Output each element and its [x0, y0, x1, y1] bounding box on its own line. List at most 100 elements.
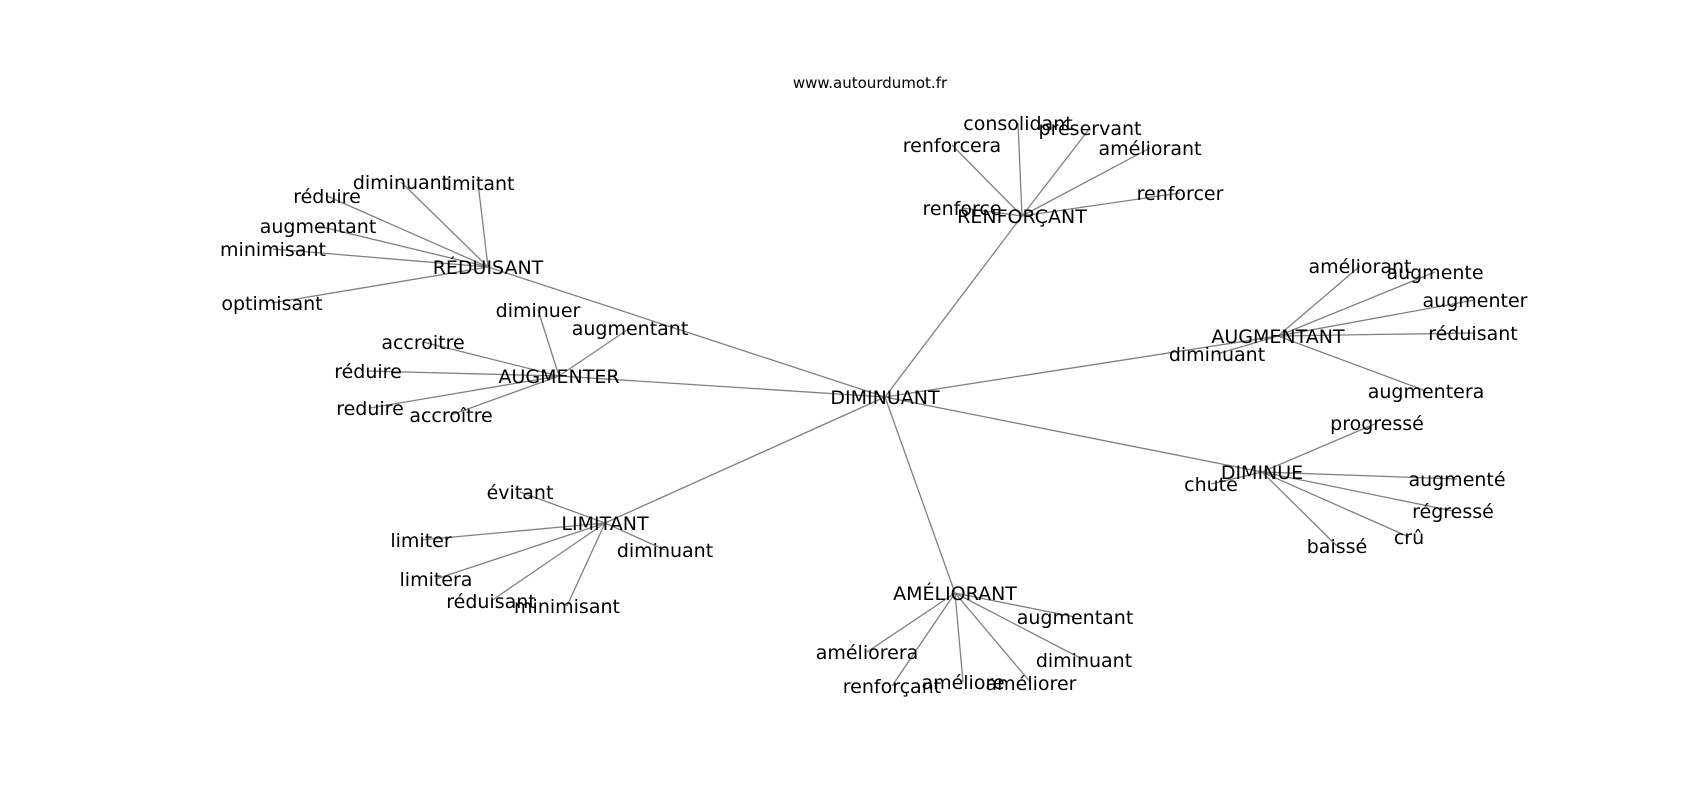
- leaf-node-label: réduisant: [446, 591, 536, 613]
- leaf-node-label: améliorant: [1309, 256, 1412, 278]
- labels: DIMINUANT RENFORÇANT renforceraconsolidant…: [220, 113, 1528, 698]
- leaf-node-label: diminuant: [353, 172, 449, 194]
- edge-hub-to-leaf: [369, 375, 560, 409]
- leaf-node-label: améliore: [921, 672, 1004, 694]
- edge-hub-to-leaf: [400, 181, 489, 268]
- edge-hub-to-leaf: [326, 195, 489, 268]
- leaf-node-label: renforce: [923, 198, 1002, 220]
- source-label: www.autourdumot.fr: [793, 74, 948, 92]
- edge-hub-to-leaf: [558, 327, 631, 377]
- edge-hub-to-leaf: [891, 592, 956, 687]
- edge-center-to-hub: [558, 375, 886, 398]
- edge-center-to-hub: [884, 215, 1023, 398]
- leaf-node-label: augmentant: [260, 216, 377, 238]
- leaf-node-label: régressé: [1412, 501, 1494, 523]
- leaf-node-label: diminuant: [617, 540, 713, 562]
- leaf-node-label: optimisant: [221, 293, 322, 315]
- edge-center-to-hub: [487, 266, 886, 398]
- edge-hub-to-leaf: [951, 144, 1023, 217]
- leaf-node-label: accroitre: [381, 332, 464, 354]
- leaf-node-label: réduisant: [1428, 323, 1518, 345]
- edge-hub-to-leaf: [866, 592, 956, 653]
- edge-hub-to-leaf: [1210, 471, 1263, 485]
- edge-hub-to-leaf: [271, 266, 489, 304]
- edge-center-to-hub: [884, 396, 956, 594]
- leaf-node-label: préservant: [1039, 118, 1142, 140]
- edge-hub-to-leaf: [1261, 471, 1458, 480]
- edge-hub-to-leaf: [272, 248, 489, 268]
- leaf-node-label: réduire: [293, 186, 361, 208]
- leaf-node-label: renforcera: [903, 135, 1001, 157]
- center-node-label: DIMINUANT: [830, 387, 940, 409]
- edge-hub-to-leaf: [604, 522, 666, 551]
- leaf-node-label: limiter: [390, 530, 451, 552]
- hub-node-label: AMÉLIORANT: [893, 582, 1017, 605]
- edge-hub-to-leaf: [1277, 265, 1361, 337]
- leaf-node-label: augmentera: [1368, 381, 1485, 403]
- leaf-node-label: réduire: [334, 361, 402, 383]
- edge-hub-to-leaf: [490, 522, 606, 602]
- edge-center-to-hub: [604, 396, 886, 524]
- hub-node-label: AUGMENTANT: [1211, 326, 1345, 348]
- leaf-node-label: limitera: [400, 569, 473, 591]
- leaf-node-label: baissé: [1307, 536, 1367, 558]
- leaf-node-label: diminuer: [496, 300, 581, 322]
- edge-hub-to-leaf: [566, 522, 606, 607]
- edge-hub-to-leaf: [954, 592, 1085, 661]
- edge-hub-to-leaf: [954, 592, 964, 683]
- leaf-node-label: augmenté: [1408, 469, 1505, 491]
- leaf-node-label: minimisant: [220, 239, 326, 261]
- edge-hub-to-leaf: [477, 182, 489, 268]
- leaf-node-label: diminuant: [1036, 650, 1132, 672]
- leaf-node-label: reduire: [336, 398, 404, 420]
- edge-center-to-hub: [884, 396, 1263, 473]
- edge-hub-to-leaf: [317, 225, 489, 268]
- hub-node-label: RÉDUISANT: [433, 256, 544, 279]
- edge-hub-to-leaf: [1261, 471, 1410, 538]
- edges: [271, 122, 1476, 687]
- edge-hub-to-leaf: [1261, 471, 1454, 512]
- edge-hub-to-leaf: [1021, 192, 1181, 217]
- leaf-node-label: diminuant: [1169, 344, 1265, 366]
- edge-hub-to-leaf: [1021, 127, 1091, 217]
- edge-hub-to-leaf: [1017, 122, 1023, 217]
- edge-hub-to-leaf: [1277, 299, 1476, 337]
- edge-hub-to-leaf: [537, 309, 560, 377]
- leaf-node-label: évitant: [487, 482, 554, 504]
- leaf-node-label: renforçant: [843, 676, 941, 698]
- edge-hub-to-leaf: [1261, 471, 1338, 547]
- leaf-node-label: consolidant: [963, 113, 1072, 135]
- leaf-node-label: améliorer: [986, 673, 1077, 695]
- leaf-node-label: minimisant: [514, 596, 620, 618]
- hub-node-label: AUGMENTER: [498, 366, 619, 388]
- leaf-node-label: accroître: [409, 405, 492, 427]
- leaf-node-label: améliorant: [1099, 138, 1202, 160]
- edge-hub-to-leaf: [1261, 422, 1378, 473]
- edge-center-to-hub: [884, 335, 1279, 398]
- edge-hub-to-leaf: [450, 375, 560, 416]
- leaf-node-label: renforcer: [1137, 183, 1224, 205]
- edge-hub-to-leaf: [367, 370, 560, 377]
- edge-hub-to-leaf: [1277, 335, 1427, 392]
- edge-hub-to-leaf: [1216, 335, 1279, 355]
- hub-node-label: DIMINUE: [1221, 462, 1303, 484]
- edge-hub-to-leaf: [519, 491, 606, 524]
- leaf-node-label: limitant: [442, 173, 515, 195]
- edge-hub-to-leaf: [435, 522, 606, 580]
- leaf-node-label: augmentant: [572, 318, 689, 340]
- edge-hub-to-leaf: [954, 592, 1032, 684]
- hub-node-label: RENFORÇANT: [957, 206, 1087, 228]
- leaf-node-label: progressé: [1330, 413, 1424, 435]
- hub-node-label: LIMITANT: [561, 513, 649, 535]
- leaf-node-label: chute: [1184, 474, 1238, 496]
- edge-hub-to-leaf: [961, 207, 1023, 217]
- edge-hub-to-leaf: [422, 341, 560, 377]
- edge-hub-to-leaf: [1277, 332, 1474, 337]
- leaf-node-label: augmente: [1386, 262, 1483, 284]
- edge-hub-to-leaf: [420, 522, 606, 541]
- edge-hub-to-leaf: [1277, 271, 1436, 337]
- edge-hub-to-leaf: [1021, 147, 1151, 217]
- leaf-node-label: augmentant: [1017, 607, 1134, 629]
- leaf-node-label: crû: [1394, 527, 1424, 549]
